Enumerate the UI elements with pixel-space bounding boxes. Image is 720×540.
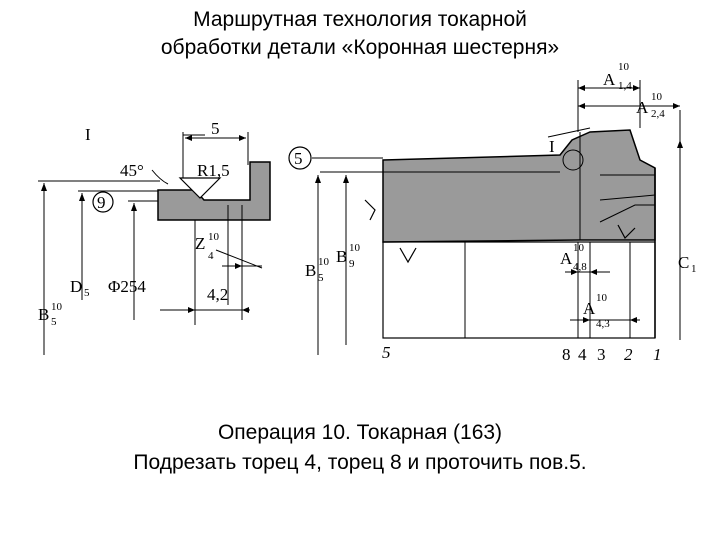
surface-1: 1 xyxy=(653,345,662,364)
a24-sup: 10 xyxy=(651,91,663,103)
b-sub: 5 xyxy=(51,316,57,328)
detail-view: I 5 45° R1,5 9 D 5 Φ254 B 5 10 xyxy=(38,119,271,355)
a48-sub: 4,8 xyxy=(573,261,587,273)
z-sup: 10 xyxy=(208,231,220,243)
detail-tool xyxy=(178,177,222,199)
dim-4-2: 4,2 xyxy=(207,285,228,304)
caption-line-2: Подрезать торец 4, торец 8 и проточить п… xyxy=(133,451,587,474)
a14-sup: 10 xyxy=(618,61,630,73)
a24-sub: 2,4 xyxy=(651,108,665,120)
phi-label: Φ254 xyxy=(108,277,146,296)
d-sub: 5 xyxy=(84,287,90,299)
main-lower-outline xyxy=(382,241,656,339)
main-marker-5: 5 xyxy=(294,149,303,168)
main-view: 5 I B 10 9 B 10 5 xyxy=(288,61,697,364)
d-label: D xyxy=(70,277,82,296)
c1-label: C xyxy=(678,253,689,272)
detail-marker-circle xyxy=(92,191,114,213)
b5-sup: 10 xyxy=(318,256,330,268)
b9-sup: 10 xyxy=(349,242,361,254)
c1-sub: 1 xyxy=(691,263,697,275)
z-sub: 4 xyxy=(208,250,214,262)
b5-label: B xyxy=(305,261,316,280)
b-sup: 10 xyxy=(51,301,63,313)
b5-sub: 5 xyxy=(318,272,324,284)
a43-sup: 10 xyxy=(596,292,608,304)
b9-sub: 9 xyxy=(349,258,355,270)
main-marker-circle xyxy=(288,146,312,170)
surface-3: 3 xyxy=(597,345,606,364)
main-view-label: I xyxy=(549,137,555,156)
title-line-2: обработки детали «Коронная шестерня» xyxy=(160,36,560,59)
surface-2: 2 xyxy=(624,345,633,364)
page-title: Маршрутная технология токарной обработки… xyxy=(60,6,660,62)
angle-label: 45° xyxy=(120,161,144,180)
a14-sub: 1,4 xyxy=(618,80,632,92)
detail-dim-5: 5 xyxy=(211,119,220,138)
a48-sup: 10 xyxy=(573,242,585,254)
caption-line-1: Операция 10. Токарная (163) xyxy=(217,421,503,444)
surface-8: 8 xyxy=(562,345,571,364)
surface-5: 5 xyxy=(382,343,391,362)
a48-label: A xyxy=(560,249,573,268)
b-label: B xyxy=(38,305,49,324)
surface-4: 4 xyxy=(578,345,587,364)
main-part-profile xyxy=(382,129,656,243)
detail-view-label: I xyxy=(85,125,91,144)
a24-label: A xyxy=(636,98,649,117)
radius-label: R1,5 xyxy=(197,161,230,180)
detail-marker-9: 9 xyxy=(97,193,106,212)
a14-label: A xyxy=(603,70,616,89)
a43-label: A xyxy=(583,299,596,318)
caption: Операция 10. Токарная (163) Подрезать то… xyxy=(60,418,660,478)
z-label: Z xyxy=(195,234,205,253)
a43-sub: 4,3 xyxy=(596,318,610,330)
b9-label: B xyxy=(336,247,347,266)
title-line-1: Маршрутная технология токарной xyxy=(193,8,527,31)
